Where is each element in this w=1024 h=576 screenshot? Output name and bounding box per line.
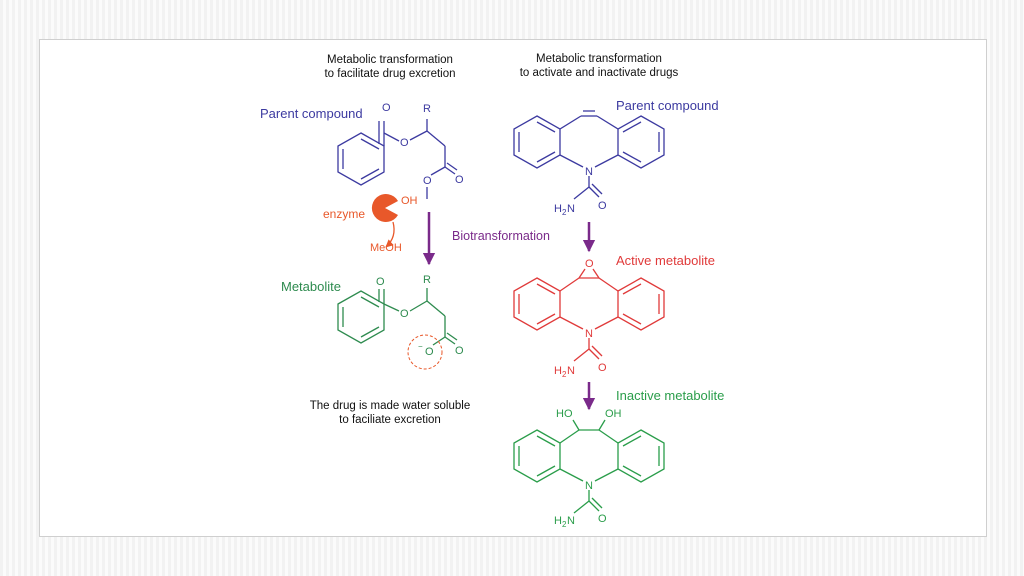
atom-oh: OH (605, 408, 622, 420)
atom-o: O (585, 258, 594, 270)
biotransformation-diagram: Metabolic transformation to facilitate d… (260, 53, 724, 529)
right-caption-line-1: Metabolic transformation (536, 53, 662, 65)
atom-o: O (455, 345, 464, 357)
inactive-metabolite-atoms: HO OH N H 2 N O (554, 408, 622, 529)
active-metabolite-atoms: O N H 2 N O (554, 258, 607, 379)
subscript-2: 2 (562, 520, 567, 529)
bottom-caption-line-1: The drug is made water soluble (310, 400, 470, 412)
atom-o: O (455, 174, 464, 186)
atom-n: N (567, 203, 575, 215)
atom-n: N (585, 166, 593, 178)
atom-h: H (554, 365, 562, 377)
atom-n: N (585, 480, 593, 492)
atom-o: O (423, 175, 432, 187)
left-caption-line-1: Metabolic transformation (327, 54, 453, 66)
atom-n: N (567, 515, 575, 527)
metabolite-molecule (337, 288, 458, 346)
right-parent-molecule (513, 110, 665, 200)
atom-o: O (400, 137, 409, 149)
atom-ho: HO (556, 408, 573, 420)
atom-o: O (382, 102, 391, 114)
enzyme-icon (371, 194, 398, 223)
parent-compound-right-label: Parent compound (616, 98, 719, 113)
atom-o: O (598, 362, 607, 374)
atom-o: O (376, 276, 385, 288)
enzyme-label: enzyme (323, 207, 365, 221)
atom-o: O (400, 308, 409, 320)
carboxylate-highlight (407, 334, 443, 370)
inactive-metabolite-molecule (513, 419, 665, 514)
metabolite-atoms: O O R O O − (376, 274, 464, 358)
atom-n: N (585, 328, 593, 340)
left-parent-atoms: O O R O O (382, 102, 464, 187)
left-caption-line-2: to facilitate drug excretion (324, 68, 455, 80)
slide-panel: Metabolic transformation to facilitate d… (39, 39, 987, 537)
atom-n: N (567, 365, 575, 377)
enzyme-arrow (385, 221, 395, 248)
metabolite-label: Metabolite (281, 279, 341, 294)
atom-o: O (425, 346, 434, 358)
subscript-2: 2 (562, 208, 567, 217)
atom-h: H (554, 515, 562, 527)
atom-r: R (423, 103, 431, 115)
atom-o: O (598, 513, 607, 525)
biotransformation-label: Biotransformation (452, 229, 550, 243)
left-parent-molecule (337, 119, 458, 199)
right-caption-line-2: to activate and inactivate drugs (520, 67, 679, 79)
charge-minus: − (418, 342, 423, 351)
meoh-label: MeOH (370, 242, 402, 254)
subscript-2: 2 (562, 370, 567, 379)
atom-r: R (423, 274, 431, 286)
enzyme-oh-label: OH (401, 195, 418, 207)
bottom-caption-line-2: to faciliate excretion (339, 414, 441, 426)
atom-o: O (598, 200, 607, 212)
parent-compound-left-label: Parent compound (260, 106, 363, 121)
active-metabolite-label: Active metabolite (616, 253, 715, 268)
inactive-metabolite-label: Inactive metabolite (616, 388, 724, 403)
active-metabolite-molecule (513, 268, 665, 362)
atom-h: H (554, 203, 562, 215)
right-parent-atoms: N H 2 N O (554, 166, 607, 217)
